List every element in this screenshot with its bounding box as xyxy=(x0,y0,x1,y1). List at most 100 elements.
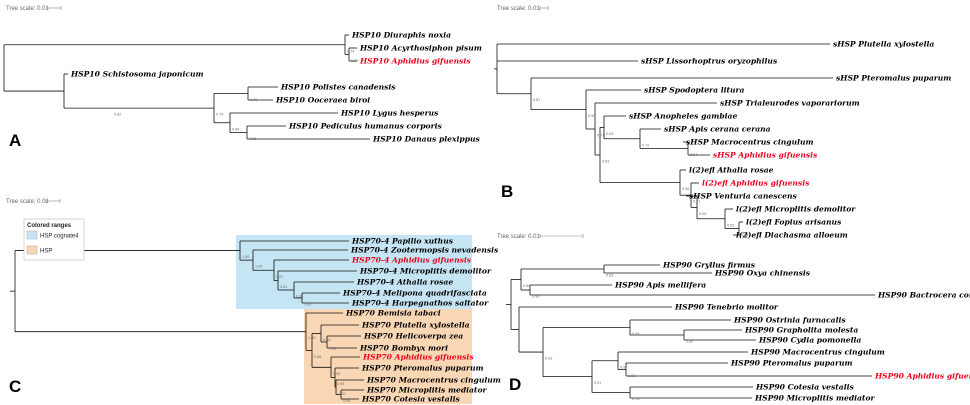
leaf-label: HSP70 Bombyx mori xyxy=(359,344,448,353)
leaf-label: HSP90 Microplitis mediator xyxy=(754,394,876,403)
bootstrap-value: 0.21 xyxy=(693,200,700,204)
bootstrap-value: 1.00 xyxy=(255,265,262,269)
tree-scale-label: Tree scale: 0.01 xyxy=(497,6,540,12)
leaf-label: HSP90 Grapholita molesta xyxy=(744,326,858,335)
leaf-label: l(2)efl Athalia rosae xyxy=(689,166,774,175)
leaf-label: HSP70-4 Harpegnathos saltator xyxy=(351,299,489,308)
leaf-label: sHSP Venturia canescens xyxy=(689,192,797,201)
leaf-label: HSP90 Apis mellifera xyxy=(614,281,706,290)
range-hsp-cognate4 xyxy=(236,235,472,309)
tree-scale-label: Tree scale: 0.01 xyxy=(6,199,49,205)
bootstrap-value: 0.26 xyxy=(699,212,706,216)
legend-swatch-hsp-cognate4 xyxy=(26,230,38,240)
leaf-label: l(2)efl Aphidius gifuensis xyxy=(702,179,810,188)
leaf-label: HSP70 Helicoverpa zea xyxy=(363,332,463,341)
bootstrap-value: 0.91 xyxy=(594,381,601,385)
leaf-label: HSP10 Acyrthosiphon pisum xyxy=(359,44,482,53)
bootstrap-value: 0.96 xyxy=(682,187,689,191)
bootstrap-value: 0.87 xyxy=(533,98,540,102)
leaf-label: HSP70 Cotesia vestalis xyxy=(361,395,460,404)
bootstrap-value: 0.93 xyxy=(606,132,613,136)
bootstrap-value: 0.69 xyxy=(632,332,639,336)
bootstrap-value: 0.79 xyxy=(216,113,223,117)
leaf-label: sHSP Aphidius gifuensis xyxy=(713,151,818,160)
bootstrap-value: 1.00 xyxy=(242,255,249,259)
tree-panel-d: 0.83 0.98 0.66 0.80 0.69 0.98 0.97 0.73 0.91 0.93… xyxy=(497,234,970,403)
leaf-label: HSP70-4 Microplitis demolitor xyxy=(359,267,492,276)
leaf-label: HSP90 Aphidius gifuensis xyxy=(874,372,970,381)
leaf-label: sHSP Spodoptera litura xyxy=(644,86,745,95)
leaf-label: HSP70 Microplitis mediator xyxy=(366,386,488,395)
bootstrap-value: 0.53 xyxy=(602,159,609,163)
leaf-label: l(2)efl Diachasma alloeum xyxy=(736,231,848,240)
bootstrap-value: 0.97 xyxy=(620,365,627,369)
bootstrap-value: 0.83 xyxy=(606,274,613,278)
leaf-label: sHSP Pteromalus puparum xyxy=(836,74,951,83)
bootstrap-value: 1.00 xyxy=(250,98,257,102)
bootstrap-value: 0.71 xyxy=(597,133,604,137)
bootstrap-value: 0.80 xyxy=(686,340,693,344)
bootstrap-value: 1.00 xyxy=(304,303,311,307)
leaf-label: HSP90 Pteromalus puparum xyxy=(730,359,853,368)
leaf-label: HSP90 Cotesia vestalis xyxy=(755,383,854,392)
leaf-label: HSP70 Aphidius gifuensis xyxy=(362,353,474,362)
leaf-label: HSP70 Plutella xylostella xyxy=(361,321,470,330)
leaf-label: HSP90 Macrocentrus cingulum xyxy=(750,348,885,357)
leaf-label: HSP70-4 Zootermopsis nevadensis xyxy=(350,246,499,255)
bootstrap-value: 0.86 xyxy=(329,347,336,351)
leaf-label: HSP70 Macrocentrus cingulum xyxy=(366,376,501,385)
bootstrap-value: 0.93 xyxy=(545,357,552,361)
leaf-label: HSP90 Gryllus firmus xyxy=(662,261,756,270)
leaf-label: HSP10 Pediculus humanus corporis xyxy=(288,122,442,131)
leaf-label: sHSP Macrocentrus cingulum xyxy=(686,138,814,147)
bootstrap-value: 0.73 xyxy=(632,397,639,401)
bootstrap-value: 0.82 xyxy=(114,113,121,117)
panel-label: C xyxy=(9,377,21,396)
leaf-label: HSP10 Aphidius gifuensis xyxy=(359,57,471,66)
leaf-label: HSP10 Ooceraea biroi xyxy=(275,96,370,105)
leaf-label: HSP10 Schistosoma japonicum xyxy=(70,70,204,79)
bootstrap-value: 0.66 xyxy=(523,284,530,288)
legend-title: Colored ranges xyxy=(27,223,72,229)
bootstrap-value: 0.98 xyxy=(337,382,344,386)
tree-panel-c: 1.000.860.810.971.001.000.860.880.951.00… xyxy=(6,199,501,404)
panel-label: B xyxy=(501,182,513,201)
bootstrap-value: 0.24 xyxy=(690,153,697,157)
leaf-label: HSP90 Bactrocera correcta xyxy=(877,291,970,300)
leaf-label: HSP10 Danaus plexippus xyxy=(372,135,481,144)
bootstrap-value: 0.95 xyxy=(249,137,256,141)
bootstrap-value: 1.00 xyxy=(338,392,345,396)
legend-swatch-hsp xyxy=(26,245,38,255)
leaf-label: l(2)efl Microplitis demolitor xyxy=(736,205,856,214)
bootstrap-value: 0.98 xyxy=(628,374,635,378)
bootstrap-value: 0.95 xyxy=(343,399,350,403)
tree-scale-label: Tree scale: 0.01 xyxy=(497,234,540,240)
tree-panel-b: 0.540.520.260.210.960.240.720.930.530.71… xyxy=(494,6,951,240)
bootstrap-value: 0.98 xyxy=(532,295,539,299)
leaf-label: sHSP Anopheles gambiae xyxy=(629,112,737,121)
bootstrap-value: 0.99 xyxy=(333,372,340,376)
leaf-label: HSP70-4 Melipona quadrifasciata xyxy=(342,289,487,298)
bootstrap-value: 0.81 xyxy=(280,285,287,289)
bootstrap-value: 0.52 xyxy=(727,223,734,227)
bootstrap-value: 1.00 xyxy=(308,336,315,340)
leaf-label: HSP70-4 Aphidius gifuensis xyxy=(351,256,472,265)
leaf-label: sHSP Lissorhoptrus oryzophilus xyxy=(641,57,778,66)
leaf-label: l(2)efl Fopius arisanus xyxy=(746,218,842,227)
leaf-label: sHSP Apis cerana cerana xyxy=(664,125,771,134)
bootstrap-value: 0.88 xyxy=(323,338,330,342)
bootstrap-value: 0.90 xyxy=(588,114,595,118)
bootstrap-value: 0.97 xyxy=(276,275,283,279)
legend-item: HSP xyxy=(40,249,52,255)
leaf-label: HSP70-4 Papilio xuthus xyxy=(351,237,454,246)
bootstrap-value: 0.64 xyxy=(232,127,239,131)
leaf-label: HSP90 Ostrinia furnacalis xyxy=(733,316,846,325)
bootstrap-value: 0.88 xyxy=(314,355,321,359)
bootstrap-value: 0.86 xyxy=(296,295,303,299)
bootstrap-value: 1.00 xyxy=(351,59,358,63)
leaf-label: HSP70 Bemisia tabaci xyxy=(345,309,441,318)
panel-label: D xyxy=(509,375,521,394)
